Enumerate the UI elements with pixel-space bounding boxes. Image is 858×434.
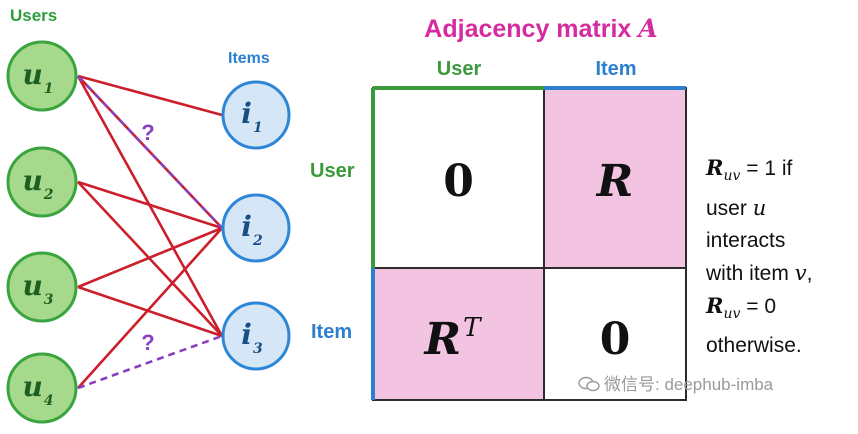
matrix-title: Adjacency matrix A	[372, 14, 710, 44]
users-title: Users	[10, 6, 58, 25]
row-header-item: Item	[311, 321, 353, 343]
predicted-edge-label: ?	[141, 330, 154, 355]
note-line-6: otherwise.	[706, 334, 802, 358]
note-line-1: Ruv = 1 if	[706, 155, 793, 185]
edge-u2-i3	[77, 181, 223, 337]
items-title: Items	[228, 50, 270, 67]
user-node-u3: u3	[6, 251, 78, 323]
predicted-edge-label: ?	[141, 120, 154, 145]
user-node-u2: u2	[6, 146, 78, 218]
predicted-edge-u4-i3	[77, 334, 223, 390]
definition-note: Ruv = 1 if user u interacts with item v,…	[706, 152, 856, 362]
user-node-u4: u4	[6, 352, 78, 424]
matrix-cell-top-left: 0	[443, 156, 474, 207]
note-line-4: with item v,	[706, 261, 813, 286]
matrix-title-symbol: A	[638, 14, 658, 43]
predicted-edge-u1-i2	[77, 75, 223, 229]
edge-u1-i1	[77, 74, 223, 117]
user-node-u1: u1	[6, 40, 78, 112]
edge-u4-i2	[77, 227, 223, 389]
column-header-user: User	[436, 58, 482, 80]
edges-layer: ??	[76, 74, 224, 390]
wechat-icon	[578, 376, 600, 392]
note-line-3: interacts	[706, 229, 786, 253]
note-line-5: Ruv = 0	[706, 293, 777, 323]
item-node-i1: i1	[221, 80, 291, 150]
edge-u3-i2	[77, 226, 223, 289]
item-node-i3: i3	[221, 301, 291, 371]
column-header-item: Item	[595, 58, 637, 80]
edge-u2-i2	[77, 180, 223, 230]
watermark-text: 微信号: deephub-imba	[604, 375, 774, 394]
watermark: 微信号: deephub-imba	[578, 370, 773, 395]
matrix-cell-top-right: R	[595, 156, 634, 207]
matrix-block-top-right	[544, 88, 686, 268]
note-line-2: user u	[706, 196, 767, 221]
edge-u3-i3	[77, 285, 223, 338]
nodes-layer: u1 u2 u3 u4 i1 i2 i3	[6, 40, 291, 424]
item-node-i2: i2	[221, 193, 291, 263]
matrix-cell-bottom-right: 0	[600, 314, 631, 365]
row-header-user: User	[310, 160, 355, 182]
matrix-title-text: Adjacency matrix	[424, 15, 639, 43]
matrix-block-bottom-left	[373, 268, 544, 400]
